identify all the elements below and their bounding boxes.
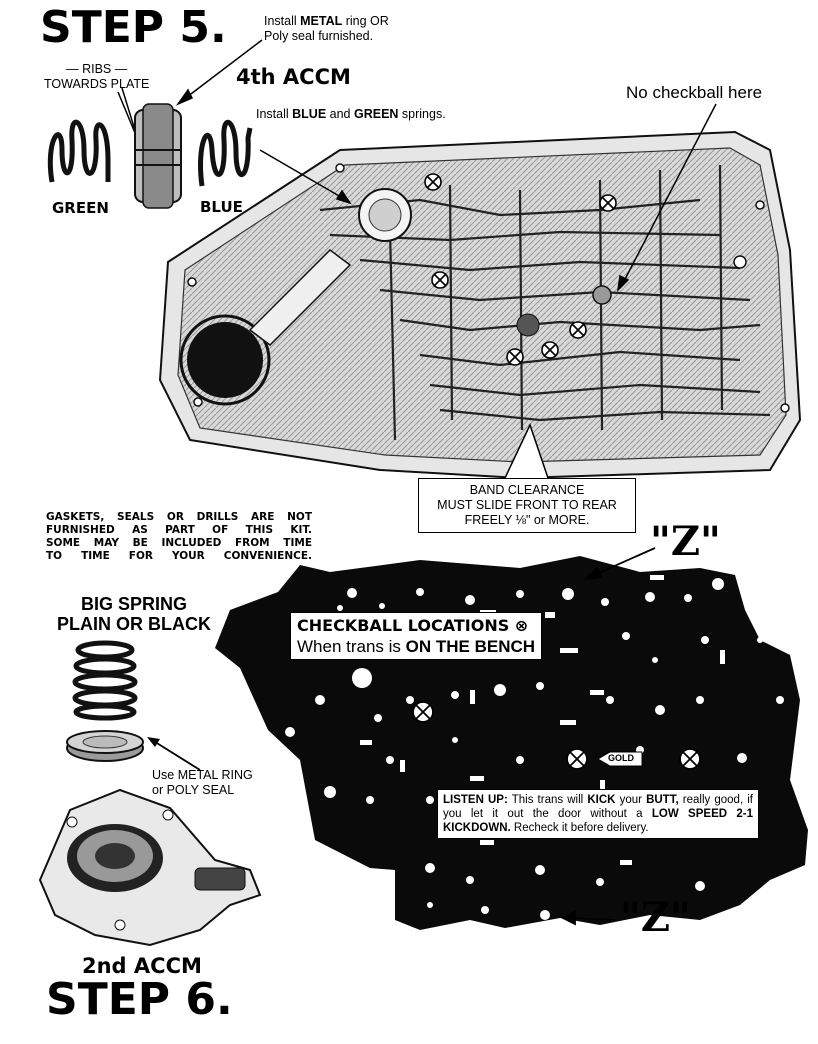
listen-b3: BUTT, [646, 794, 679, 806]
big-spring-line2: PLAIN OR BLACK [57, 614, 211, 634]
gasket-note-line4: TO TIME FOR YOUR CONVENIENCE. [46, 550, 312, 562]
z-arrows [560, 547, 656, 926]
springs-note-green: GREEN [353, 107, 399, 121]
ribs-note-line2: TOWARDS PLATE [44, 77, 150, 91]
ring-note-metal: METAL [300, 14, 343, 28]
gasket-note: GASKETS, SEALS OR DRILLS ARE NOT FURNISH… [46, 511, 312, 563]
big-spring-label: BIG SPRING PLAIN OR BLACK [44, 594, 224, 634]
gasket-note-line1: GASKETS, SEALS OR DRILLS ARE NOT [46, 511, 312, 523]
band-clearance-pointer [504, 423, 549, 479]
ribs-note-line1: — RIBS — [66, 62, 128, 76]
step6-title: STEP 6. [46, 974, 233, 1025]
checkball-locations-sub: When trans is ON THE BENCH [297, 636, 535, 657]
blue-spring-label: BLUE [200, 198, 243, 216]
2nd-accm-housing-illustration [38, 788, 262, 947]
ring-note: Install METAL ring OR Poly seal furnishe… [264, 14, 464, 44]
big-spring-illustration [72, 640, 138, 721]
checkball-sub-prefix: When trans is [297, 637, 406, 656]
2nd-accm-title: 2nd ACCM [82, 954, 202, 978]
gasket-note-line3: SOME MAY BE INCLUDED FROM TIME [46, 537, 312, 549]
big-spring-line1: BIG SPRING [80, 594, 187, 614]
metal-ring-line2: or POLY SEAL [152, 783, 235, 797]
ring-note-middle: ring OR [342, 14, 389, 28]
seal-illustration [66, 730, 144, 762]
4th-accm-title: 4th ACCM [236, 65, 351, 89]
listen-t2: your [615, 794, 647, 806]
valve-body-illustration [158, 130, 802, 480]
gold-tag: GOLD [608, 753, 634, 763]
springs-note-prefix: Install [256, 107, 293, 121]
z-label-bottom: "Z" [620, 894, 691, 941]
listen-b1: LISTEN UP: [443, 794, 508, 806]
band-clearance-line1: BAND CLEARANCE [469, 483, 585, 497]
green-spring-label: GREEN [52, 199, 109, 217]
listen-t4: Recheck it before delivery. [510, 822, 649, 834]
checkball-locations-box: CHECKBALL LOCATIONS ⊗ When trans is ON T… [290, 612, 543, 660]
accm-piston-illustration [134, 103, 182, 209]
listen-b4: LOW SPEED 2-1 KICKDOWN. [443, 808, 753, 834]
metal-ring-note: Use METAL RING or POLY SEAL [152, 768, 253, 798]
band-clearance-line2: MUST SLIDE FRONT TO REAR [437, 498, 617, 512]
springs-note-blue: BLUE [292, 107, 327, 121]
checkball-locations-title: CHECKBALL LOCATIONS ⊗ [297, 616, 529, 635]
springs-note-middle: and [326, 107, 354, 121]
ribs-note: — RIBS — TOWARDS PLATE [44, 62, 149, 92]
checkball-sub-bold: ON THE BENCH [405, 637, 536, 656]
metal-ring-line1: Use METAL RING [152, 768, 253, 782]
step5-title: STEP 5. [40, 2, 227, 53]
gasket-note-line2: FURNISHED AS PART OF THIS KIT. [46, 524, 312, 536]
no-checkball-label: No checkball here [626, 83, 763, 102]
band-clearance-line3: FREELY ⅛" or MORE. [464, 513, 590, 527]
ring-note-line2: Poly seal furnished. [264, 29, 374, 43]
listen-t3: really good, if you let it out the door … [443, 794, 754, 820]
green-spring-illustration [47, 119, 111, 183]
z-label-top: "Z" [650, 518, 721, 565]
springs-note-suffix: springs. [398, 107, 446, 121]
ring-note-prefix: Install [264, 14, 301, 28]
band-clearance-note: BAND CLEARANCE MUST SLIDE FRONT TO REAR … [418, 478, 636, 533]
blue-spring-illustration [198, 119, 253, 187]
listen-t1: This trans will [507, 794, 588, 806]
listen-b2: KICK [587, 794, 616, 806]
springs-note: Install BLUE and GREEN springs. [256, 107, 446, 122]
listen-up-note: LISTEN UP: This trans will KICK your BUT… [437, 789, 759, 839]
